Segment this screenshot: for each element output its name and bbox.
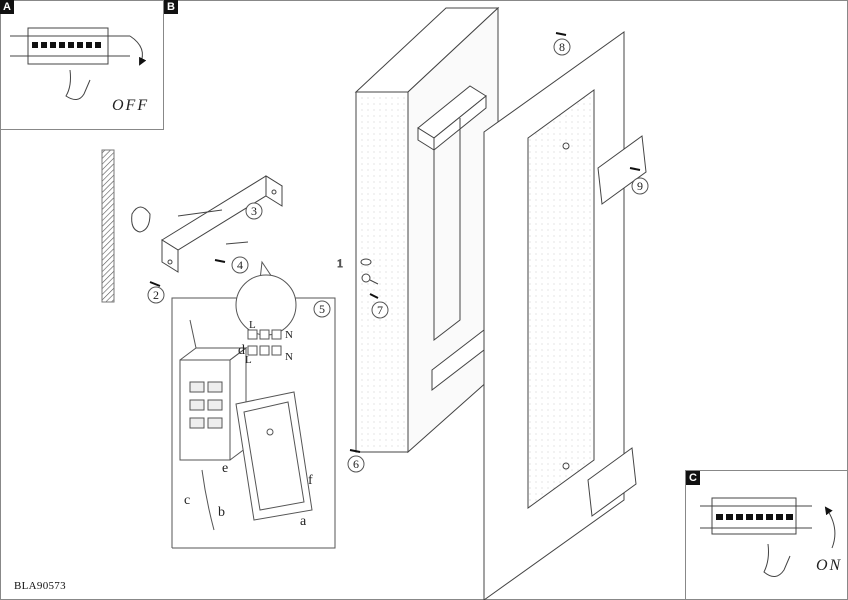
panel-c [685,470,848,600]
callout-2: 2 [147,281,165,304]
svg-text:6: 6 [353,457,359,471]
svg-text:a: a [300,514,307,529]
wiring-labels: L N L N d a b c e f [184,319,313,529]
wall-section [101,149,115,303]
svg-text:5: 5 [319,302,325,316]
rotate-arrow-icon [824,506,836,549]
callout-9: 9 [629,167,649,195]
panel-a [0,0,164,130]
screw-icon [360,258,379,285]
svg-text:3: 3 [251,204,257,218]
rotate-arrow-icon [129,35,147,66]
svg-text:d: d [238,343,245,358]
callout-4: 4 [214,256,249,274]
callouts: 1 2 3 4 5 6 7 [147,32,649,473]
svg-text:f: f [308,473,313,488]
svg-text:N: N [285,329,293,341]
svg-text:8: 8 [559,40,565,54]
svg-text:2: 2 [153,288,159,302]
section-label-a: A [0,0,14,14]
svg-text:e: e [222,461,228,476]
breaker-strip-on [700,497,836,577]
svg-text:b: b [218,505,225,520]
product-code: BLA90573 [14,580,66,592]
svg-text:L: L [245,354,252,366]
callout-3: 3 [245,202,263,220]
svg-text:1: 1 [337,256,343,270]
svg-text:c: c [184,493,190,508]
callout-6: 6 [347,449,365,473]
lamp-housing [354,6,500,454]
callout-1: 1 [337,256,344,271]
off-label: OFF [112,97,149,114]
svg-text:9: 9 [637,179,643,193]
on-label: ON [816,557,842,574]
callout-7: 7 [369,293,389,319]
junction-box-detail [171,260,336,549]
mounting-bracket [131,175,283,273]
diffuser-panel [483,31,647,600]
svg-text:L: L [249,319,256,331]
svg-text:N: N [285,351,293,363]
section-label-c: C [686,471,700,485]
callout-5: 5 [313,300,331,318]
callout-8: 8 [553,32,571,56]
svg-text:7: 7 [377,303,383,317]
breaker-strip-off [10,27,147,100]
section-label-b: B [164,0,178,14]
svg-text:4: 4 [237,258,243,272]
